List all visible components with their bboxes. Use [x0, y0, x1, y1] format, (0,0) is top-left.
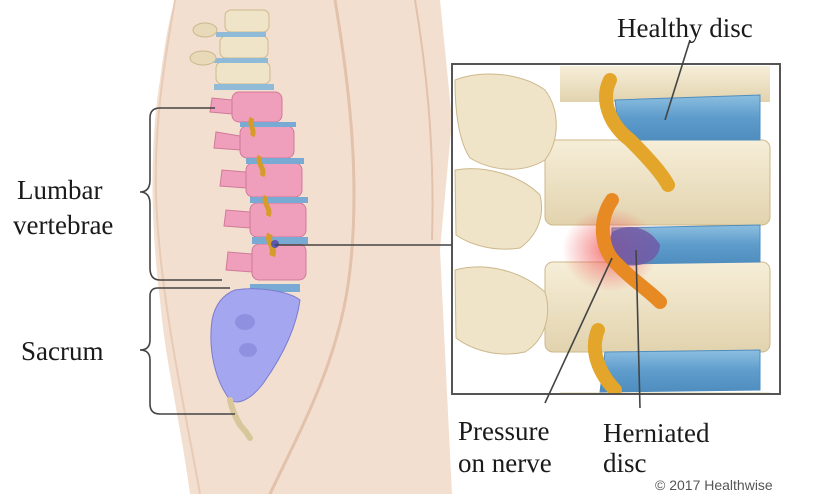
- copyright-notice: © 2017 Healthwise: [655, 477, 773, 493]
- label-sacrum: Sacrum: [21, 336, 103, 366]
- label-healthy-disc: Healthy disc: [617, 13, 753, 43]
- inset-closeup: [452, 64, 780, 396]
- label-vertebrae: vertebrae: [13, 210, 113, 240]
- label-disc: disc: [603, 448, 647, 478]
- label-on-nerve: on nerve: [458, 448, 552, 478]
- label-lumbar: Lumbar: [17, 175, 102, 205]
- label-pressure: Pressure: [458, 416, 549, 446]
- label-herniated: Herniated: [603, 418, 710, 448]
